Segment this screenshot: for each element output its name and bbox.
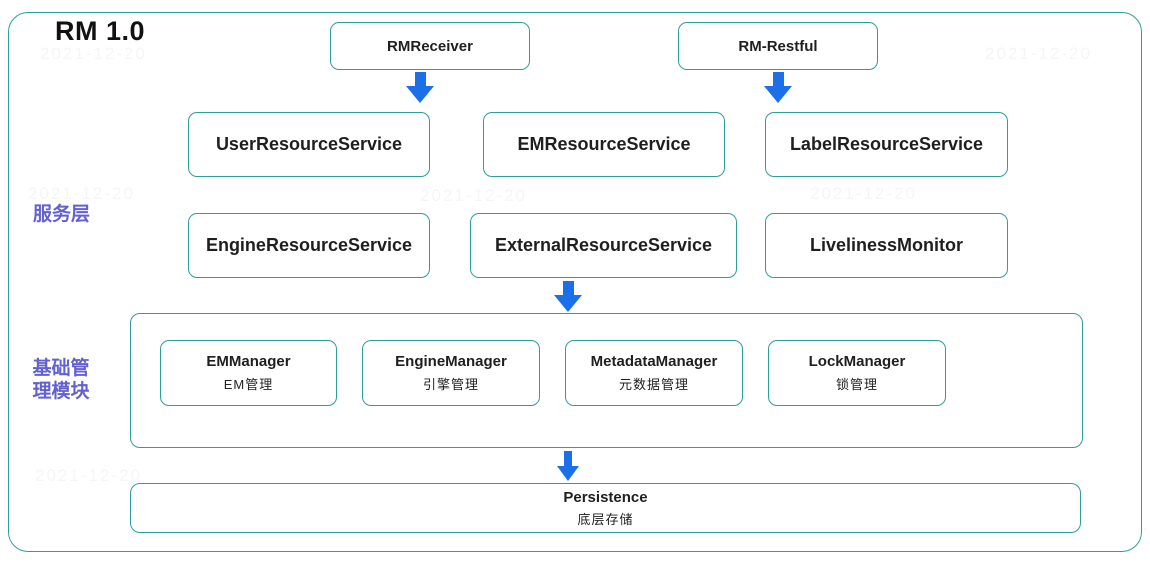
- node-label-resource-service: LabelResourceService: [765, 112, 1008, 177]
- base-module-label: 基础管 理模块: [24, 357, 98, 403]
- manager-desc: 元数据管理: [618, 377, 689, 392]
- node-rm-restful: RM-Restful: [678, 22, 878, 70]
- arrow-down-icon: [406, 72, 434, 103]
- node-label: ExternalResourceService: [494, 235, 713, 255]
- arrow-down-icon: [764, 72, 792, 103]
- base-module-label-line2: 理模块: [32, 381, 90, 402]
- node-rm-restful-label: RM-Restful: [738, 37, 818, 55]
- node-persistence: Persistence 底层存储: [130, 483, 1081, 533]
- node-external-resource-service: ExternalResourceService: [470, 213, 737, 278]
- arrow-down-icon: [554, 281, 582, 312]
- manager-name: EMManager: [206, 353, 291, 370]
- base-module-label-line1: 基础管: [32, 358, 90, 379]
- node-em-manager: EMManager EM管理: [160, 340, 337, 406]
- diagram-title: RM 1.0: [55, 16, 146, 46]
- node-label: LabelResourceService: [789, 134, 984, 154]
- node-lock-manager: LockManager 锁管理: [768, 340, 946, 406]
- node-rmreceiver: RMReceiver: [330, 22, 530, 70]
- arrow-down-icon: [554, 451, 582, 481]
- node-label: EngineResourceService: [205, 235, 413, 255]
- node-rmreceiver-label: RMReceiver: [387, 37, 473, 55]
- manager-name: MetadataManager: [590, 353, 718, 370]
- node-engine-manager: EngineManager 引擎管理: [362, 340, 540, 406]
- persistence-name: Persistence: [563, 488, 648, 506]
- manager-desc: EM管理: [223, 377, 274, 392]
- persistence-desc: 底层存储: [577, 511, 634, 527]
- manager-name: LockManager: [808, 353, 906, 370]
- node-label: LivelinessMonitor: [809, 235, 964, 255]
- manager-desc: 引擎管理: [422, 377, 479, 392]
- manager-desc: 锁管理: [835, 377, 878, 392]
- service-layer-label: 服务层: [33, 204, 91, 225]
- node-liveliness-monitor: LivelinessMonitor: [765, 213, 1008, 278]
- node-metadata-manager: MetadataManager 元数据管理: [565, 340, 743, 406]
- node-user-resource-service: UserResourceService: [188, 112, 430, 177]
- node-label: UserResourceService: [215, 134, 403, 154]
- node-engine-resource-service: EngineResourceService: [188, 213, 430, 278]
- diagram-outer-frame: [8, 12, 1142, 552]
- node-em-resource-service: EMResourceService: [483, 112, 725, 177]
- manager-name: EngineManager: [395, 353, 507, 370]
- node-label: EMResourceService: [517, 134, 691, 154]
